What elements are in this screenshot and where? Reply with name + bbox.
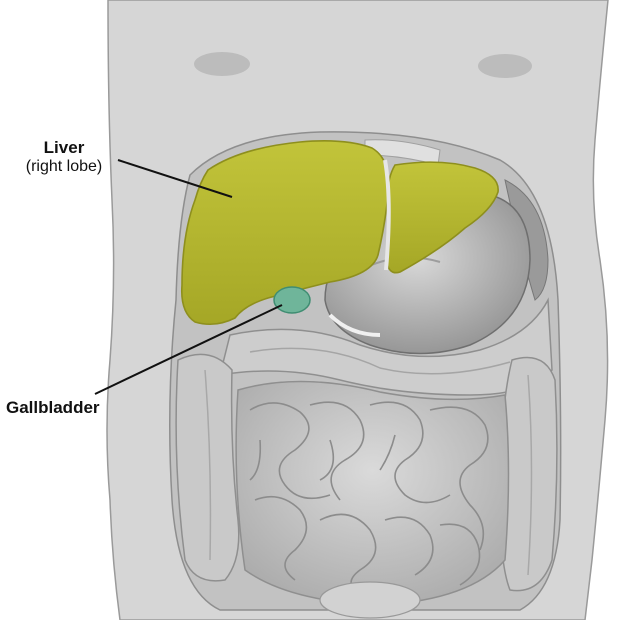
ascending-colon bbox=[175, 353, 240, 582]
bladder bbox=[319, 581, 421, 619]
right-nipple bbox=[478, 54, 532, 78]
liver-label-title: Liver bbox=[43, 138, 85, 157]
small-intestine bbox=[235, 380, 510, 606]
gallbladder bbox=[273, 286, 311, 314]
liver-label-subtitle: (right lobe) bbox=[25, 157, 103, 175]
liver-leader-line bbox=[117, 159, 233, 198]
gallbladder-label: Gallbladder bbox=[6, 398, 100, 417]
intestine-loops bbox=[249, 401, 489, 596]
left-nipple bbox=[194, 52, 250, 76]
gallbladder-leader-line bbox=[94, 304, 283, 395]
liver-label: Liver (right lobe) bbox=[10, 138, 118, 176]
